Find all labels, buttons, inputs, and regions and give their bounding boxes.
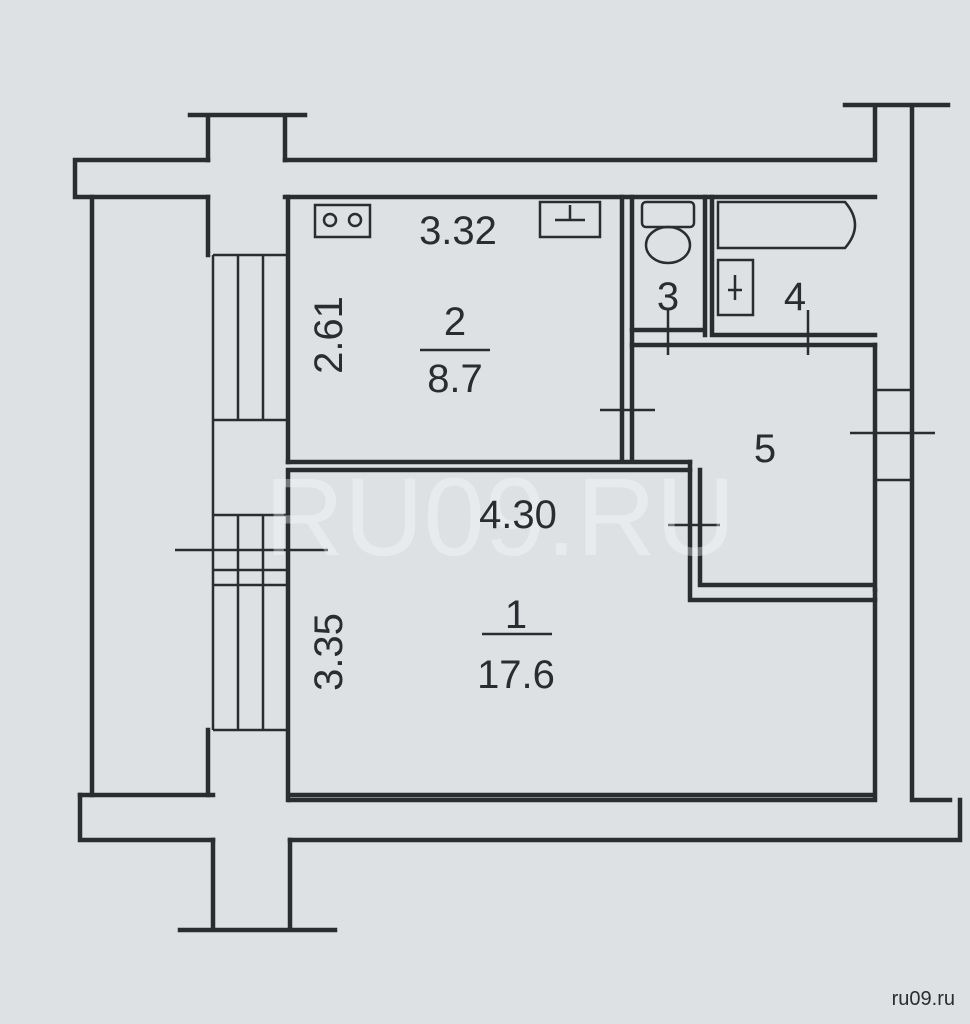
walls [72,102,963,933]
room-4-number: 4 [784,275,806,319]
source-label: ru09.ru [892,988,955,1010]
room-1-length: 3.35 [307,613,351,691]
room-1-width: 4.30 [479,493,557,537]
room-3-number: 3 [657,275,679,319]
room-2-length: 2.61 [307,296,351,374]
room-1-area: 17.6 [477,653,555,697]
room-1-number: 1 [505,593,527,637]
room-5-number: 5 [754,427,776,471]
room-2-area: 8.7 [427,357,483,401]
room-2-number: 2 [444,300,466,344]
room-2-width: 3.32 [419,209,497,253]
watermark: RU09.RU [265,456,736,579]
